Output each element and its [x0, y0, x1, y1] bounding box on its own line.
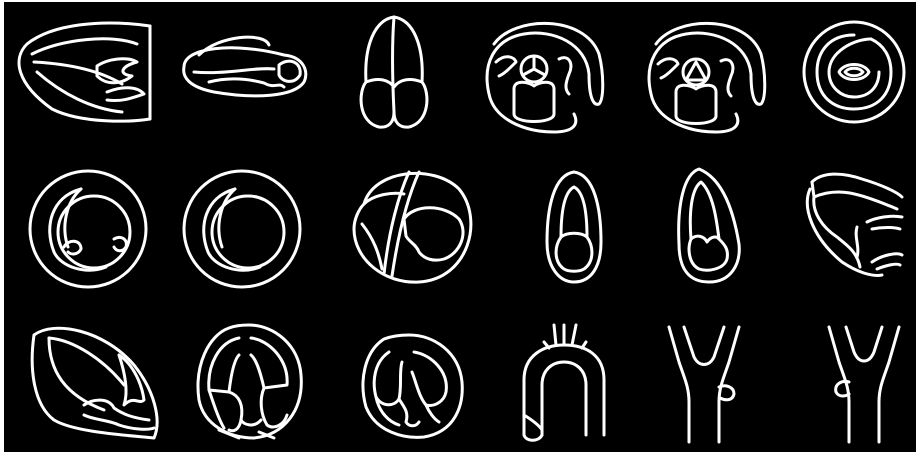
- short-axis-aortic-valve-icon: [474, 14, 614, 139]
- single-chamber-icon: [669, 164, 749, 289]
- four-chamber-alt-icon: [189, 320, 309, 445]
- bifurcating-vessel-alt-icon: [824, 322, 904, 447]
- short-axis-papillary-icon: [26, 167, 151, 292]
- four-chamber-icon: [344, 164, 484, 289]
- short-axis-aortic-valve-alt-icon: [636, 14, 776, 139]
- short-axis-apex-icon: [799, 17, 909, 127]
- short-axis-mid-icon: [180, 167, 305, 292]
- long-axis-view-icon: [12, 14, 152, 124]
- apical-long-axis-icon: [24, 320, 164, 445]
- subcostal-four-chamber-icon: [354, 327, 469, 442]
- black-panel: [4, 2, 916, 452]
- apical-ventricles-icon: [354, 12, 434, 132]
- long-axis-view-alt-icon: [174, 27, 314, 107]
- two-chamber-icon: [539, 167, 609, 287]
- aortic-arch-icon: [514, 320, 614, 445]
- bifurcating-vessel-icon: [664, 322, 744, 447]
- outflow-tract-icon: [802, 167, 912, 282]
